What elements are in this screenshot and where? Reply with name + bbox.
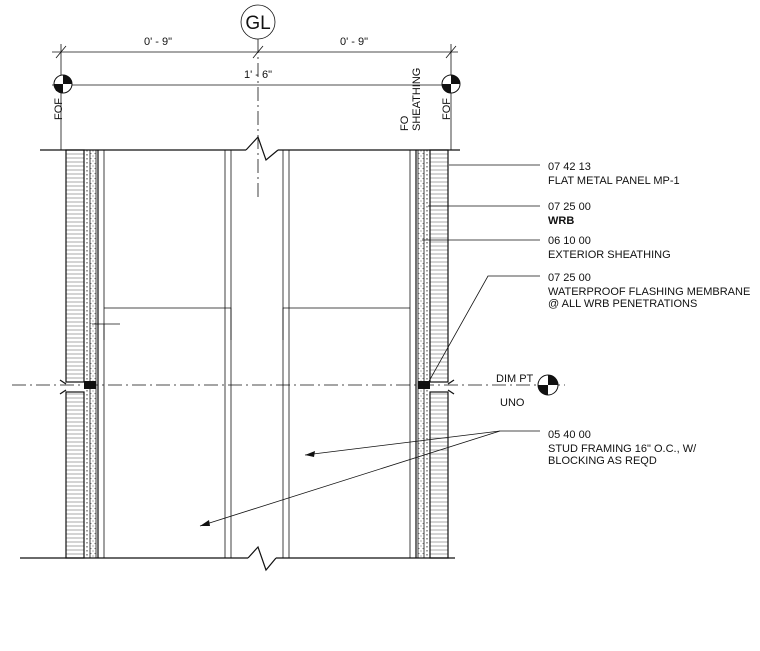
callout-4-code: 07 25 00 <box>548 272 591 284</box>
leader-stud-b <box>199 430 501 527</box>
callout-3-code: 06 10 00 <box>548 235 591 247</box>
dim-point-symbol-fill-a <box>548 375 558 385</box>
dim-overall-text: 1' - 6" <box>244 69 272 81</box>
metal-panel-right-upper <box>429 149 449 383</box>
dim-point-sublabel: UNO <box>500 397 525 409</box>
fo-label: FO <box>399 115 411 131</box>
callout-5-code: 05 40 00 <box>548 429 591 441</box>
callout-2-code: 07 25 00 <box>548 201 591 213</box>
sheathing-label: SHEATHING <box>411 68 423 131</box>
callout-1-code: 07 42 13 <box>548 161 591 173</box>
bottom-break-symbol <box>247 545 277 572</box>
dim-point-label: DIM PT <box>496 373 534 385</box>
leader-flashing <box>427 275 540 384</box>
panel-joint-left-a <box>59 379 67 385</box>
dim-point-marker: DIM PT UNO <box>496 373 559 409</box>
dim-left-text: 0' - 9" <box>144 36 172 48</box>
callout-4-desc-1: WATERPROOF FLASHING MEMBRANE <box>548 286 750 298</box>
blocking-left <box>104 307 232 340</box>
dim-point-symbol-fill-b <box>538 385 548 395</box>
fof-marker-left: FOF <box>53 74 73 120</box>
callout-5-desc-2: BLOCKING AS REQD <box>548 455 657 467</box>
callout-1-desc: FLAT METAL PANEL MP-1 <box>548 175 680 187</box>
dim-right-text: 0' - 9" <box>340 36 368 48</box>
wall-assembly <box>12 135 565 572</box>
panel-joint-left-b <box>59 389 67 395</box>
fof-marker-right: FOF <box>441 74 461 120</box>
top-break-symbol <box>245 135 279 162</box>
leader-arrow-stud-a <box>305 451 315 457</box>
leader-arrow-stud-b <box>200 520 210 526</box>
callout-5-desc-1: STUD FRAMING 16" O.C., W/ <box>548 443 697 455</box>
fo-sheathing-label: FO SHEATHING <box>399 68 423 131</box>
fof-right-label: FOF <box>441 98 453 120</box>
callout-2-desc: WRB <box>548 215 574 227</box>
callout-leaders <box>199 164 540 527</box>
callout-3-desc: EXTERIOR SHEATHING <box>548 249 671 261</box>
dim-tick-mid <box>252 45 264 59</box>
panel-joint-right-a <box>447 379 455 385</box>
metal-panel-left-upper <box>65 149 85 383</box>
sheathing-right <box>417 149 425 559</box>
metal-panel-left-lower <box>65 391 85 559</box>
metal-panel-right-lower <box>429 391 449 559</box>
grid-label: GL <box>245 13 270 34</box>
sheathing-left <box>89 149 97 559</box>
grid-bubble: GL <box>240 4 276 200</box>
blocking-right <box>282 307 410 340</box>
callout-4-desc-2: @ ALL WRB PENETRATIONS <box>548 298 697 310</box>
fof-left-label: FOF <box>53 98 65 120</box>
callout-notes: 07 42 13 FLAT METAL PANEL MP-1 07 25 00 … <box>548 161 750 467</box>
dimension-strings: 0' - 9" 0' - 9" 1' - 6" <box>52 36 458 150</box>
panel-joint-right-b <box>447 389 455 395</box>
